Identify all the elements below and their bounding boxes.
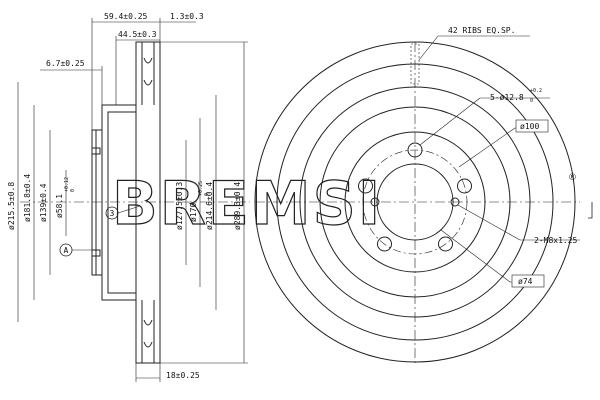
vent-slot xyxy=(143,57,153,86)
dim-289-label: ø289.3±0.4 xyxy=(233,182,242,230)
bolt-hole xyxy=(457,178,472,194)
hat-inner xyxy=(107,111,136,294)
ribs-leader xyxy=(418,35,439,61)
thread-leader xyxy=(457,204,521,241)
dim-width-total-label: 59.4±0.25 xyxy=(104,12,148,21)
dim-170-tol-upper: +0.25 xyxy=(198,181,204,196)
note-3-circle xyxy=(105,206,119,220)
dim-127-label: ø127.5±0.3 xyxy=(175,182,184,230)
dim-170-label: ø170 xyxy=(189,203,198,222)
hat-outline xyxy=(101,104,136,301)
flange-outline xyxy=(91,129,102,276)
dim-thickness-label: 18±0.25 xyxy=(166,371,200,380)
section-mark xyxy=(588,202,593,219)
bolt-hole xyxy=(358,178,373,194)
dim-offset-label: 1.3±0.3 xyxy=(170,12,204,21)
vent-slot xyxy=(143,319,153,348)
holes-leader xyxy=(419,97,481,146)
rib-marker xyxy=(410,43,420,85)
front-view xyxy=(254,41,593,365)
holes-label: 5-ø12.8 xyxy=(490,93,524,102)
pcd-box xyxy=(515,119,549,133)
side-dimensions xyxy=(17,18,248,382)
ribs-label: 42 RIBS EQ.SP. xyxy=(448,26,515,35)
thread-hole xyxy=(450,197,460,207)
hat-hole xyxy=(91,147,101,155)
hat-hole xyxy=(91,249,101,257)
thread-hole xyxy=(370,197,380,207)
side-view xyxy=(20,41,250,364)
brand-registered-mark: ® xyxy=(568,173,577,183)
datum-a-circle xyxy=(59,243,73,257)
holes-tol-lower: 0 xyxy=(530,98,533,104)
dim-214-label: ø214.6±0.4 xyxy=(205,182,214,230)
dim-flange-label: 6.7±0.25 xyxy=(46,59,85,68)
dim-58-tol-lower: 0 xyxy=(70,189,76,192)
dim-139-label: ø139±0.4 xyxy=(39,183,48,222)
pcd-label: ø100 xyxy=(520,122,539,131)
bolt-hole xyxy=(438,236,453,252)
bolt-hole xyxy=(377,236,392,252)
dim-58-tol-upper: +0.12 xyxy=(64,177,70,192)
holes-tol-upper: +0.2 xyxy=(530,88,542,94)
dim-hat-depth-label: 44.5±0.3 xyxy=(118,30,157,39)
dim-181-label: ø181.8±0.4 xyxy=(23,174,32,222)
bolt-hole xyxy=(407,142,423,158)
threads-label: 2-M8x1.25 xyxy=(534,236,578,245)
bore-leader xyxy=(440,229,511,283)
dim-58-label: ø58.1 xyxy=(55,194,64,218)
bore-box xyxy=(511,274,545,288)
bore-label: ø74 xyxy=(518,277,533,286)
brand-logo-text: BREMSI xyxy=(112,169,382,239)
note-3-label: 3 xyxy=(110,209,115,218)
datum-a-label: A xyxy=(64,246,69,255)
dim-170-tol-lower: 0 xyxy=(204,193,210,196)
pcd-leader xyxy=(458,127,516,168)
note-leader xyxy=(117,205,141,214)
dim-215-label: ø215.5±0.8 xyxy=(7,182,16,230)
